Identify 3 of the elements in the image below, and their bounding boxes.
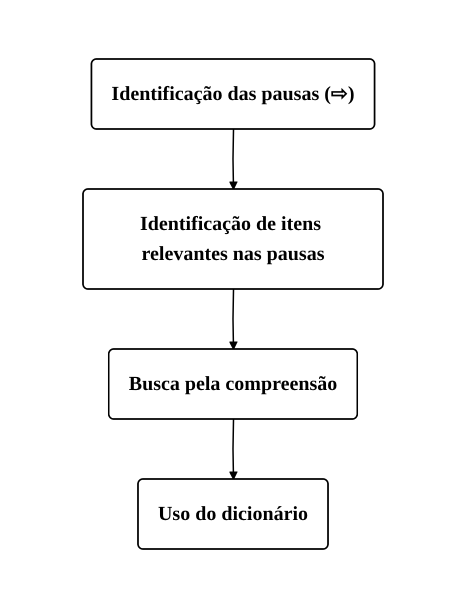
arrow — [228, 418, 238, 480]
arrow — [228, 288, 238, 350]
arrow — [228, 128, 238, 190]
